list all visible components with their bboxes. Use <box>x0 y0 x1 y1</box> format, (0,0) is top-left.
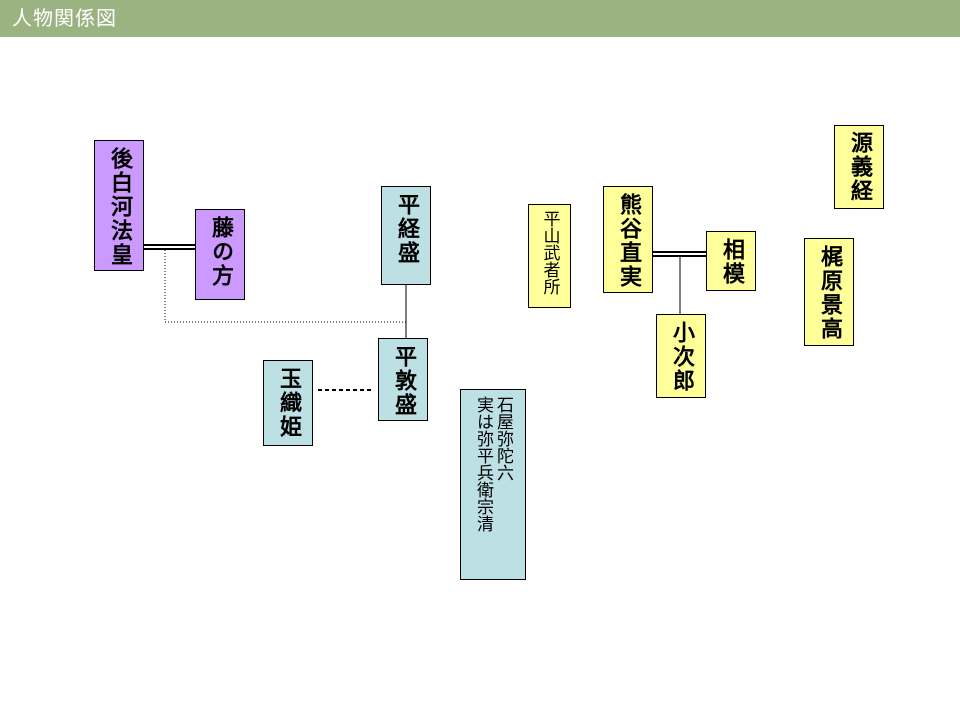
node-tsunemori[interactable]: 平経盛 <box>381 186 431 285</box>
title-bar: 人物関係図 <box>0 0 960 37</box>
node-label: 小次郎 <box>669 321 694 393</box>
node-kumagai[interactable]: 熊谷直実 <box>603 186 653 293</box>
marriage-line-goshirakawa-fujinokata <box>143 244 195 250</box>
node-label: 梶原景高 <box>817 245 842 341</box>
node-label: 熊谷直実 <box>616 193 641 289</box>
node-label: 源義経 <box>847 131 872 203</box>
node-label-line1: 石屋弥陀六 <box>493 396 513 481</box>
node-label: 後白河法皇 <box>107 147 132 267</box>
node-label: 平敦盛 <box>391 345 416 417</box>
node-yasuke[interactable]: 石屋弥陀六 実は弥平兵衛宗清 <box>460 389 526 580</box>
node-hirayama[interactable]: 平山武者所 <box>528 204 571 308</box>
node-atsumori[interactable]: 平敦盛 <box>378 338 428 421</box>
node-label: 平経盛 <box>394 193 419 265</box>
node-fujinokata[interactable]: 藤の方 <box>195 209 245 300</box>
page-title: 人物関係図 <box>12 6 117 30</box>
marriage-line-kumagai-sagami <box>652 251 706 257</box>
node-goshirakawa[interactable]: 後白河法皇 <box>94 140 144 271</box>
node-label: 石屋弥陀六 実は弥平兵衛宗清 <box>473 396 513 532</box>
node-tamaorihime[interactable]: 玉織姫 <box>263 360 313 446</box>
node-kagetaka[interactable]: 梶原景高 <box>804 238 854 346</box>
node-label: 相模 <box>719 238 744 286</box>
node-label: 玉織姫 <box>276 367 301 439</box>
node-label: 平山武者所 <box>539 210 560 295</box>
node-yoshitsune[interactable]: 源義経 <box>834 125 884 209</box>
node-label-line2: 実は弥平兵衛宗清 <box>473 396 493 532</box>
node-sagami[interactable]: 相模 <box>706 231 756 291</box>
node-kojiro[interactable]: 小次郎 <box>656 314 706 398</box>
node-label: 藤の方 <box>208 216 233 288</box>
